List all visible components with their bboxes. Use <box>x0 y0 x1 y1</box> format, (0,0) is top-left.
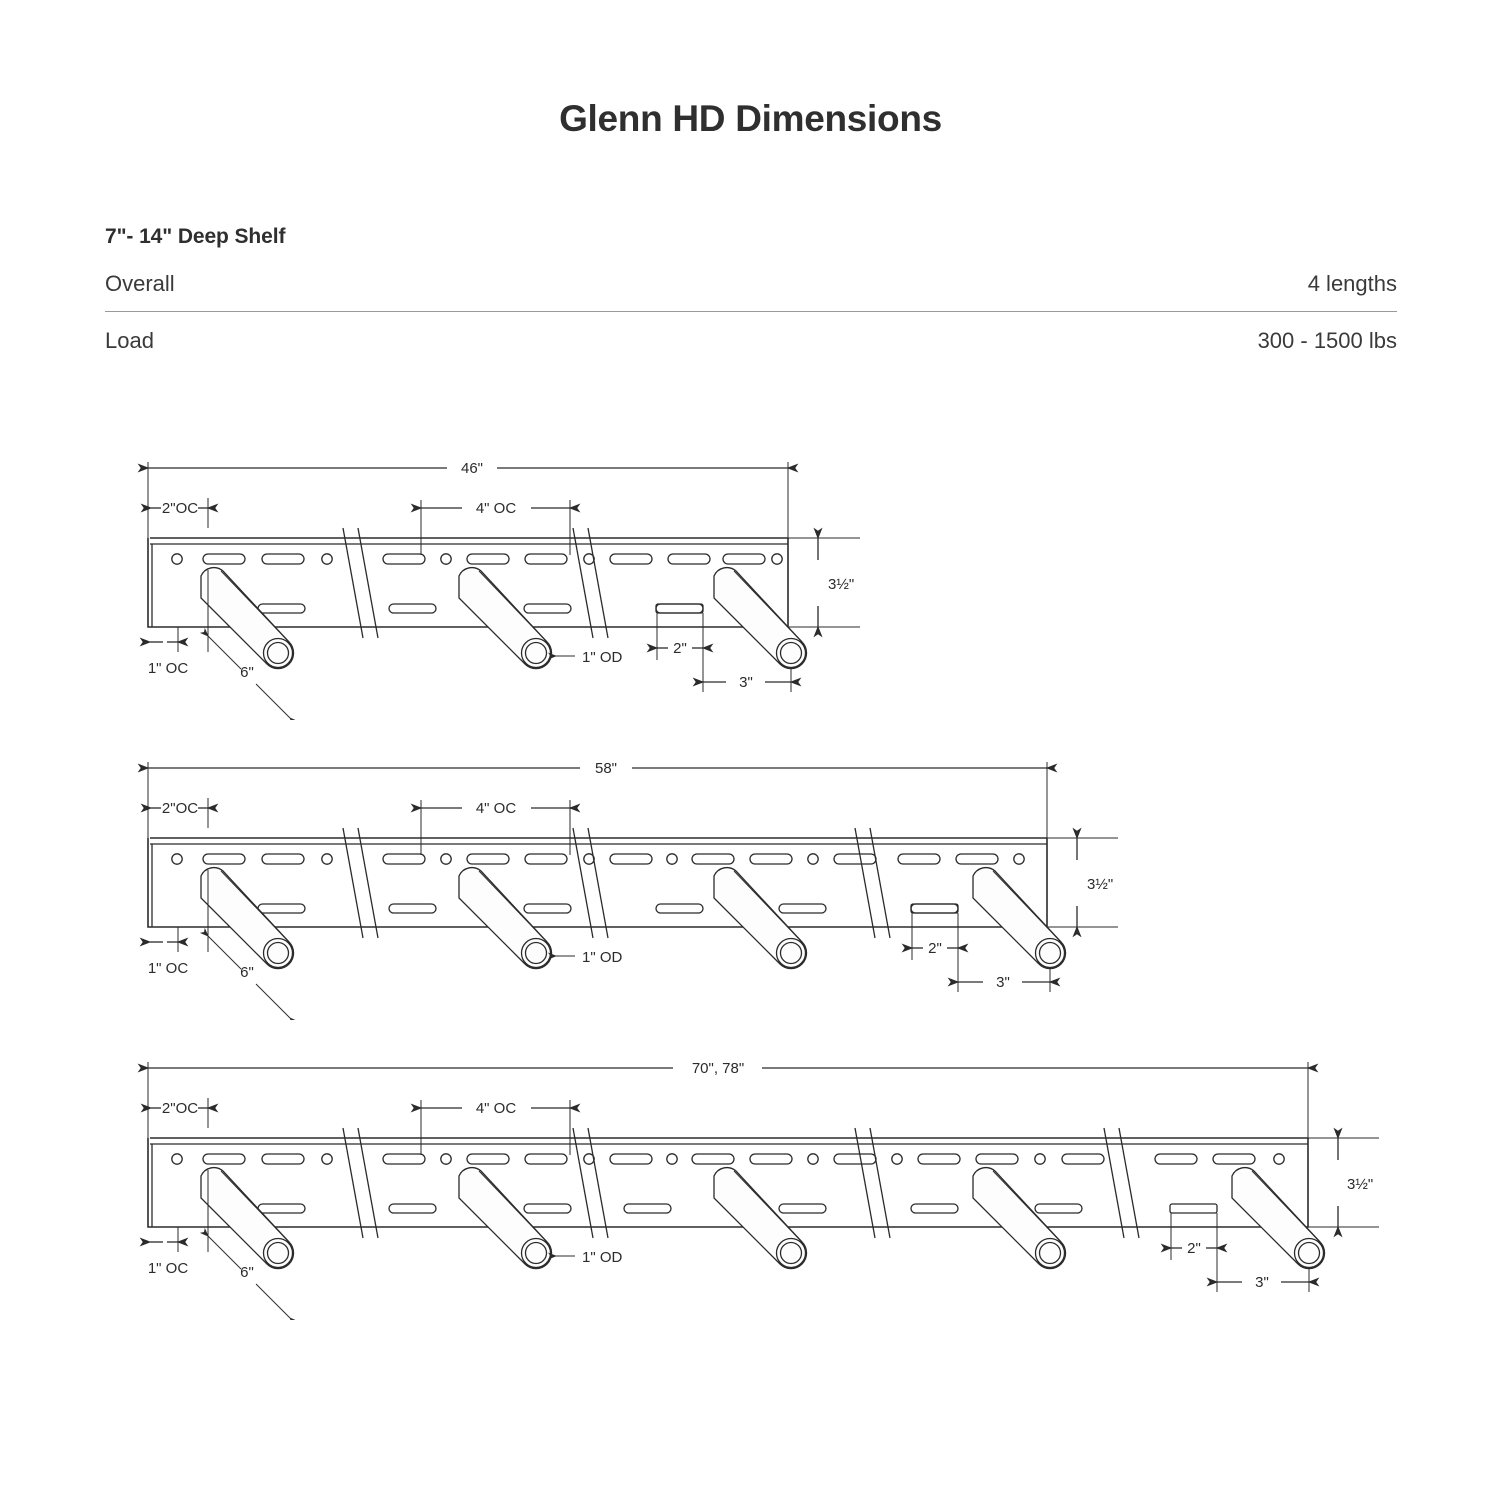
dim-end-offset: 3" <box>739 674 753 691</box>
dim-oc-mid: 4" OC <box>476 1100 517 1117</box>
dim-rod-length: 6" <box>240 1264 254 1281</box>
dim-overall-length: 58" <box>595 760 617 777</box>
spec-value-overall: 4 lengths <box>1307 271 1397 296</box>
dim-height: 3½" <box>1087 876 1113 893</box>
figure-bracket-58: 58" 2"OC 4" OC 1" OC 6" 1" OD 2" 3" 3½" <box>137 760 1118 1020</box>
dim-oc-top-left: 2"OC <box>162 1100 198 1117</box>
figures-container: 46" 2"OC 4" OC 1" OC 6" 1" OD 2" 3" 3½" <box>0 420 1501 1320</box>
dim-oc-top-left: 2"OC <box>162 500 198 517</box>
dim-oc-mid: 4" OC <box>476 500 517 517</box>
dim-rod-od: 1" OD <box>582 1249 623 1266</box>
dim-slot-width: 2" <box>1187 1240 1201 1257</box>
dim-oc-bottom-left: 1" OC <box>148 660 189 677</box>
spec-value-load: 300 - 1500 lbs <box>1257 328 1397 353</box>
page-title: Glenn HD Dimensions <box>559 98 942 139</box>
dim-overall-length: 46" <box>461 460 483 477</box>
dim-rod-length: 6" <box>240 964 254 981</box>
dim-slot-width: 2" <box>673 640 687 657</box>
dim-height: 3½" <box>1347 1176 1373 1193</box>
spec-row-load: Load 300 - 1500 lbs <box>105 312 1397 368</box>
dim-oc-top-left: 2"OC <box>162 800 198 817</box>
figure-bracket-46: 46" 2"OC 4" OC 1" OC 6" 1" OD 2" 3" 3½" <box>137 460 860 720</box>
spec-table: 7"- 14" Deep Shelf Overall 4 lengths Loa… <box>105 225 1397 368</box>
dim-rod-length: 6" <box>240 664 254 681</box>
dim-rod-od: 1" OD <box>582 649 623 666</box>
dim-oc-bottom-left: 1" OC <box>148 1260 189 1277</box>
dim-oc-bottom-left: 1" OC <box>148 960 189 977</box>
dim-slot-width: 2" <box>928 940 942 957</box>
spec-heading: 7"- 14" Deep Shelf <box>105 225 286 248</box>
spec-label-load: Load <box>105 328 154 353</box>
dim-height: 3½" <box>828 576 854 593</box>
spec-label-overall: Overall <box>105 271 175 296</box>
figure-bracket-70-78: 70", 78" 2"OC 4" OC 1" OC 6" 1" OD 2" 3"… <box>137 1060 1379 1320</box>
dim-oc-mid: 4" OC <box>476 800 517 817</box>
dim-overall-length: 70", 78" <box>692 1060 744 1077</box>
dim-end-offset: 3" <box>1255 1274 1269 1291</box>
spec-row-overall: Overall 4 lengths <box>105 271 1397 312</box>
dim-rod-od: 1" OD <box>582 949 623 966</box>
dim-end-offset: 3" <box>996 974 1010 991</box>
